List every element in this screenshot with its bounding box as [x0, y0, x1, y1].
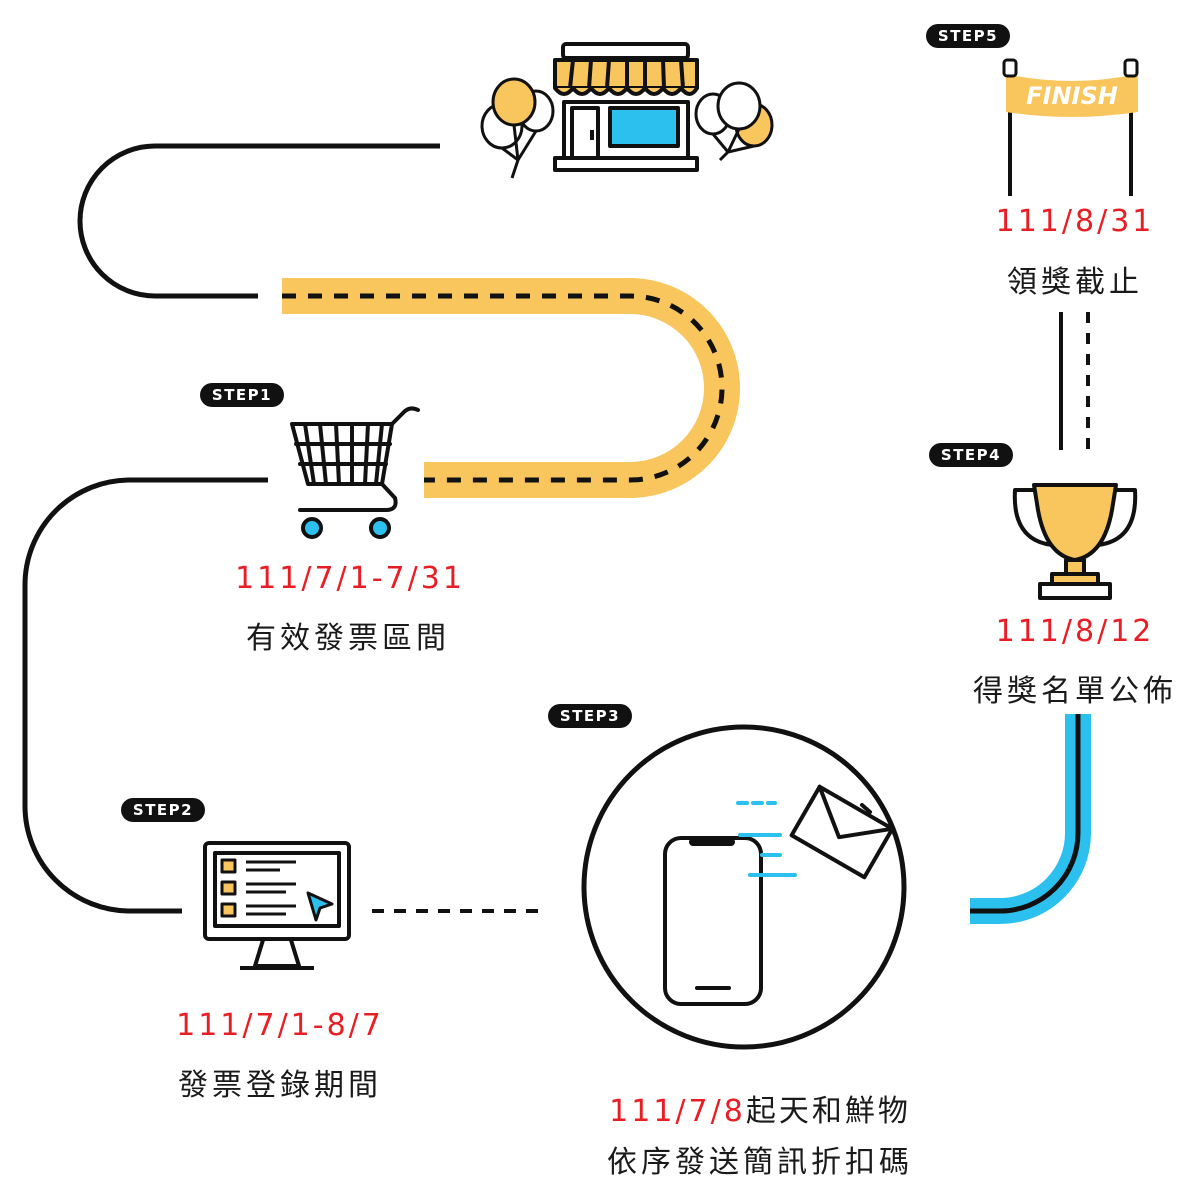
path-top-curve [77, 143, 440, 299]
shopping-cart-icon [290, 406, 420, 539]
step3-badge: STEP3 [548, 704, 632, 728]
step4-badge: STEP4 [929, 443, 1013, 467]
step2-badge: STEP2 [121, 798, 205, 822]
monitor-form-icon [203, 841, 351, 970]
step2-date: 111/7/1-8/7 [176, 1008, 384, 1043]
step3-title: 依序發送簡訊折扣碼 [607, 1145, 913, 1180]
blue-road [970, 714, 1091, 924]
balloons-right-icon [694, 81, 774, 162]
step4-date: 111/8/12 [995, 614, 1155, 649]
yellow-road [282, 278, 740, 498]
step2-title: 發票登錄期間 [178, 1068, 382, 1103]
step3-date: 111/7/8起天和鮮物 [560, 1086, 960, 1130]
trophy-icon [1012, 483, 1138, 600]
step1-date: 111/7/1-7/31 [235, 561, 465, 596]
step1-badge: STEP1 [200, 383, 284, 407]
step3-date-value: 111/7/8 [609, 1094, 746, 1129]
finish-banner-text: FINISH [1026, 82, 1118, 110]
balloons-left-icon [480, 77, 555, 179]
step4-title: 得獎名單公佈 [973, 674, 1177, 709]
finish-banner-icon: FINISH [1002, 58, 1139, 196]
step1-title: 有效發票區間 [246, 621, 450, 656]
step3-date-suffix: 起天和鮮物 [745, 1094, 911, 1129]
store-icon [553, 42, 699, 172]
step5-title: 領獎截止 [1007, 265, 1143, 300]
step5-badge: STEP5 [926, 24, 1010, 48]
phone-envelope-icon [663, 784, 895, 1006]
vertical-connector [1059, 312, 1090, 450]
step5-date: 111/8/31 [995, 204, 1155, 239]
path-left-curve [22, 477, 268, 914]
